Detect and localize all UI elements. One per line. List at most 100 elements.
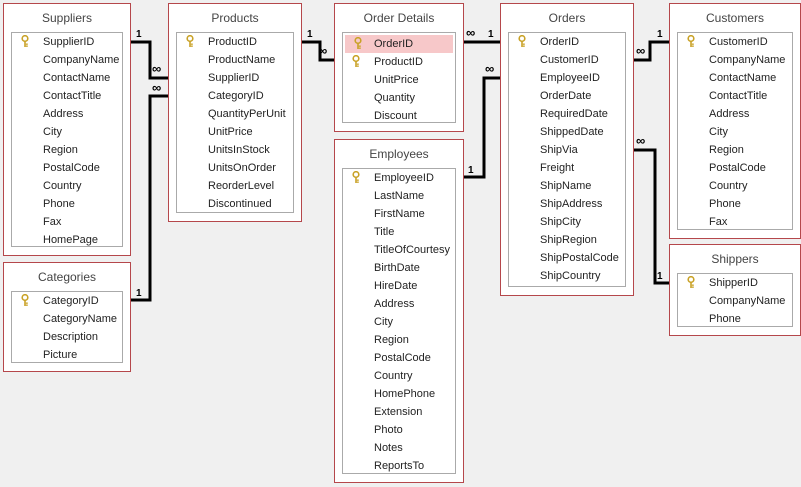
field-row[interactable]: Extension xyxy=(343,403,455,421)
field-row[interactable]: RequiredDate xyxy=(509,105,625,123)
field-row[interactable]: CategoryID xyxy=(177,87,293,105)
field-row[interactable]: Address xyxy=(12,105,122,123)
field-list[interactable]: OrderIDCustomerIDEmployeeIDOrderDateRequ… xyxy=(508,32,626,287)
field-row[interactable]: CompanyName xyxy=(678,51,792,69)
field-row[interactable]: UnitPrice xyxy=(343,71,455,89)
field-row[interactable]: LastName xyxy=(343,187,455,205)
field-row[interactable]: ShipCountry xyxy=(509,267,625,285)
table-orders[interactable]: Orders OrderIDCustomerIDEmployeeIDOrderD… xyxy=(500,3,634,296)
field-row[interactable]: ShipName xyxy=(509,177,625,195)
table-products[interactable]: Products ProductIDProductNameSupplierIDC… xyxy=(168,3,302,222)
field-row[interactable]: ShipRegion xyxy=(509,231,625,249)
field-row[interactable]: ShipCity xyxy=(509,213,625,231)
field-row[interactable]: Quantity xyxy=(343,89,455,107)
field-row[interactable]: CategoryName xyxy=(12,310,122,328)
field-row[interactable]: Phone xyxy=(12,195,122,213)
field-row[interactable]: PostalCode xyxy=(678,159,792,177)
field-row[interactable]: OrderID xyxy=(509,33,625,51)
field-row[interactable]: ShipVia xyxy=(509,141,625,159)
field-row[interactable]: Region xyxy=(343,331,455,349)
field-row[interactable]: Phone xyxy=(678,195,792,213)
table-title[interactable]: Products xyxy=(169,4,301,30)
field-row[interactable]: UnitsInStock xyxy=(177,141,293,159)
table-title[interactable]: Customers xyxy=(670,4,800,30)
field-row[interactable]: ShipperID xyxy=(678,274,792,292)
field-list[interactable]: OrderIDProductIDUnitPriceQuantityDiscoun… xyxy=(342,32,456,123)
field-row[interactable]: UnitsOnOrder xyxy=(177,159,293,177)
field-row[interactable]: PostalCode xyxy=(12,159,122,177)
field-row[interactable]: BirthDate xyxy=(343,259,455,277)
field-row[interactable]: CategoryID xyxy=(12,292,122,310)
field-row[interactable]: Discontinued xyxy=(177,195,293,213)
field-row[interactable]: SupplierID xyxy=(177,69,293,87)
table-categories[interactable]: Categories CategoryIDCategoryNameDescrip… xyxy=(3,262,131,372)
field-list[interactable]: ProductIDProductNameSupplierIDCategoryID… xyxy=(176,32,294,213)
field-row[interactable]: TitleOfCourtesy xyxy=(343,241,455,259)
field-row[interactable]: Picture xyxy=(12,346,122,364)
field-row[interactable]: ReportsTo xyxy=(343,457,455,475)
table-shippers[interactable]: Shippers ShipperIDCompanyNamePhone xyxy=(669,244,801,336)
field-row[interactable]: HomePhone xyxy=(343,385,455,403)
field-row[interactable]: SupplierID xyxy=(12,33,122,51)
field-row[interactable]: Fax xyxy=(12,213,122,231)
field-list[interactable]: CategoryIDCategoryNameDescriptionPicture xyxy=(11,291,123,363)
field-row[interactable]: FirstName xyxy=(343,205,455,223)
field-list[interactable]: ShipperIDCompanyNamePhone xyxy=(677,273,793,327)
field-row[interactable]: Description xyxy=(12,328,122,346)
field-row[interactable]: CompanyName xyxy=(12,51,122,69)
table-title[interactable]: Orders xyxy=(501,4,633,30)
field-list[interactable]: EmployeeIDLastNameFirstNameTitleTitleOfC… xyxy=(342,168,456,474)
field-row[interactable]: QuantityPerUnit xyxy=(177,105,293,123)
field-row[interactable]: Country xyxy=(343,367,455,385)
field-row[interactable]: Title xyxy=(343,223,455,241)
field-row[interactable]: Address xyxy=(678,105,792,123)
field-row[interactable]: ShipPostalCode xyxy=(509,249,625,267)
field-row[interactable]: EmployeeID xyxy=(509,69,625,87)
field-row[interactable]: ProductName xyxy=(177,51,293,69)
field-list[interactable]: CustomerIDCompanyNameContactNameContactT… xyxy=(677,32,793,230)
field-row[interactable]: Notes xyxy=(343,439,455,457)
field-row[interactable]: Photo xyxy=(343,421,455,439)
table-title[interactable]: Order Details xyxy=(335,4,463,30)
field-row[interactable]: ContactTitle xyxy=(12,87,122,105)
field-row[interactable]: OrderID xyxy=(345,35,453,53)
field-row[interactable]: Country xyxy=(12,177,122,195)
field-row[interactable]: Region xyxy=(678,141,792,159)
table-title[interactable]: Employees xyxy=(335,140,463,166)
field-row[interactable]: Country xyxy=(678,177,792,195)
field-row[interactable]: ContactTitle xyxy=(678,87,792,105)
field-row[interactable]: City xyxy=(343,313,455,331)
field-row[interactable]: ShipAddress xyxy=(509,195,625,213)
field-row[interactable]: ProductID xyxy=(343,53,455,71)
field-row[interactable]: Address xyxy=(343,295,455,313)
field-row[interactable]: Phone xyxy=(678,310,792,328)
table-title[interactable]: Shippers xyxy=(670,245,800,271)
field-row[interactable]: ShippedDate xyxy=(509,123,625,141)
field-row[interactable]: Region xyxy=(12,141,122,159)
field-row[interactable]: HireDate xyxy=(343,277,455,295)
field-row[interactable]: City xyxy=(678,123,792,141)
field-row[interactable]: UnitPrice xyxy=(177,123,293,141)
field-row[interactable]: ContactName xyxy=(678,69,792,87)
field-row[interactable]: ProductID xyxy=(177,33,293,51)
field-row[interactable]: CustomerID xyxy=(678,33,792,51)
field-row[interactable]: HomePage xyxy=(12,231,122,249)
field-list[interactable]: SupplierIDCompanyNameContactNameContactT… xyxy=(11,32,123,247)
field-row[interactable]: Freight xyxy=(509,159,625,177)
table-suppliers[interactable]: Suppliers SupplierIDCompanyNameContactNa… xyxy=(3,3,131,256)
field-row[interactable]: ContactName xyxy=(12,69,122,87)
field-row[interactable]: CustomerID xyxy=(509,51,625,69)
field-row[interactable]: ReorderLevel xyxy=(177,177,293,195)
table-order-details[interactable]: Order Details OrderIDProductIDUnitPriceQ… xyxy=(334,3,464,132)
table-title[interactable]: Categories xyxy=(4,263,130,289)
table-customers[interactable]: Customers CustomerIDCompanyNameContactNa… xyxy=(669,3,801,239)
table-title[interactable]: Suppliers xyxy=(4,4,130,30)
field-row[interactable]: City xyxy=(12,123,122,141)
field-row[interactable]: CompanyName xyxy=(678,292,792,310)
field-row[interactable]: Fax xyxy=(678,213,792,231)
field-row[interactable]: EmployeeID xyxy=(343,169,455,187)
field-row[interactable]: Discount xyxy=(343,107,455,125)
table-employees[interactable]: Employees EmployeeIDLastNameFirstNameTit… xyxy=(334,139,464,483)
field-row[interactable]: OrderDate xyxy=(509,87,625,105)
field-row[interactable]: PostalCode xyxy=(343,349,455,367)
